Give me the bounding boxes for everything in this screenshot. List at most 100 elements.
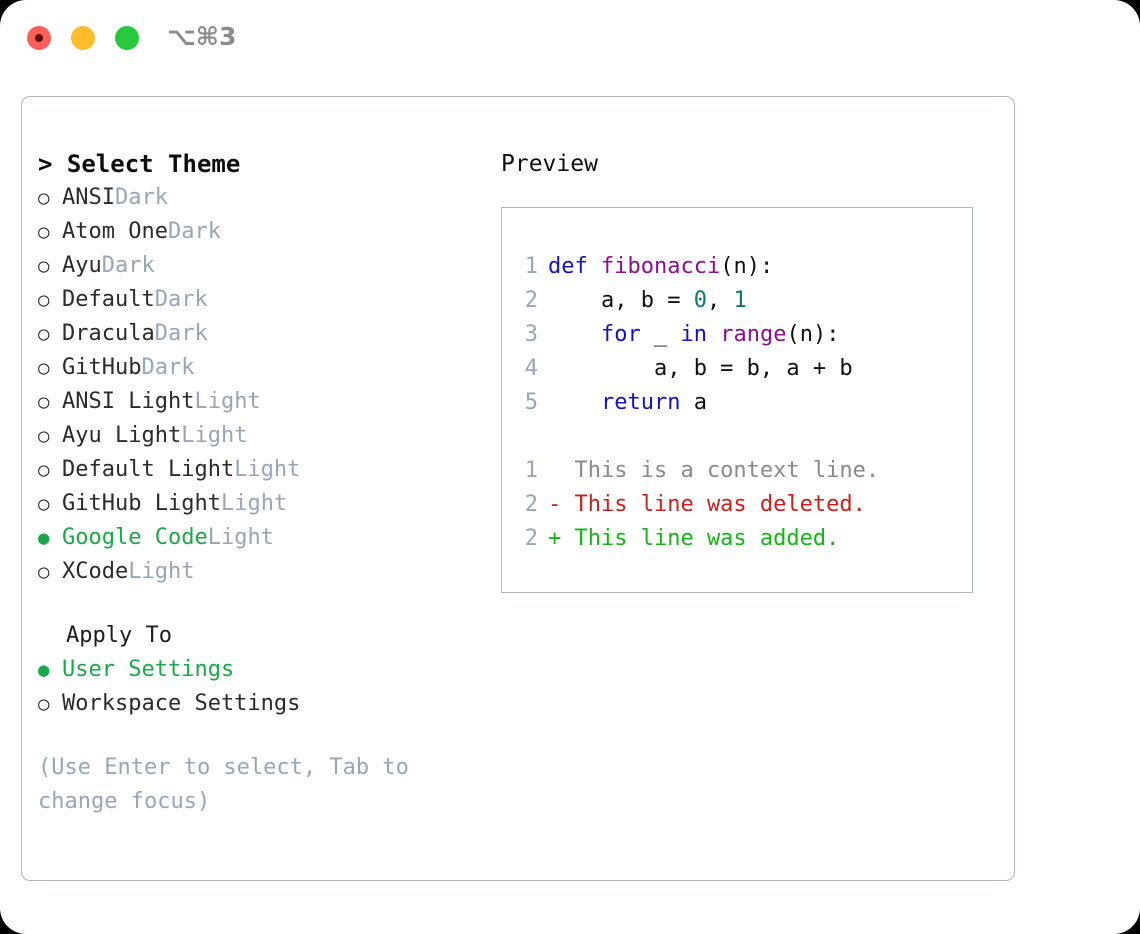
diff-line-text: This is a context line. <box>548 458 880 483</box>
code-line-text: a, b = 0, 1 <box>548 284 747 318</box>
code-line: 5 return a <box>502 386 972 420</box>
theme-option-category: Dark <box>114 185 168 210</box>
preview-heading: Preview <box>501 151 598 177</box>
code-token: , <box>706 288 734 313</box>
spacer <box>38 589 478 619</box>
close-button[interactable] <box>27 26 51 50</box>
radio-unselected-icon: ○ <box>38 391 50 413</box>
code-token <box>548 322 601 347</box>
theme-option-category: Light <box>220 491 288 516</box>
theme-option-default-light[interactable]: ○Default Light Light <box>38 453 478 487</box>
apply-to-option-label: Workspace Settings <box>62 691 301 716</box>
theme-option-github[interactable]: ○ GitHub Dark <box>38 351 478 385</box>
title-bar: ⌥⌘3 <box>0 0 1140 78</box>
line-number: 1 <box>524 254 538 279</box>
minimize-button[interactable] <box>71 26 95 50</box>
apply-to-option-list: ●User Settings ○ Workspace Settings <box>38 653 478 721</box>
theme-option-category: Dark <box>154 287 208 312</box>
code-token: 0 <box>693 288 707 313</box>
diff-sample: 1 This is a context line. 2 - This line wa… <box>502 454 972 556</box>
theme-option-label: XCode <box>62 559 129 584</box>
theme-option-dracula[interactable]: ○Dracula Dark <box>38 317 478 351</box>
theme-option-label: Google Code <box>62 525 208 550</box>
window-controls <box>27 26 139 50</box>
apply-to-option-workspace-settings[interactable]: ○ Workspace Settings <box>38 687 478 721</box>
theme-option-category: Light <box>181 423 248 448</box>
line-number: 2 <box>524 492 538 517</box>
code-line-text: a, b = b, a + b <box>548 352 853 386</box>
theme-option-xcode[interactable]: ○ XCode Light <box>38 555 478 589</box>
line-number: 4 <box>524 356 538 381</box>
radio-unselected-icon: ○ <box>38 693 50 715</box>
theme-option-ayu[interactable]: ○ Ayu Dark <box>38 249 478 283</box>
line-number: 2 <box>524 288 538 313</box>
code-token: (n): <box>786 322 840 347</box>
maximize-button[interactable] <box>115 26 139 50</box>
theme-option-default[interactable]: ○Default Dark <box>38 283 478 317</box>
line-number: 5 <box>524 390 538 415</box>
theme-option-github-light[interactable]: ○ GitHub Light Light <box>38 487 478 521</box>
code-line: 3 for _ in range(n): <box>502 318 972 352</box>
theme-option-label: Default <box>62 287 155 312</box>
code-line: 4 a, b = b, a + b <box>502 352 972 386</box>
code-token: (n): <box>720 254 774 279</box>
theme-option-label: Atom One <box>62 219 168 244</box>
keyboard-hint-text: (Use Enter to select, Tab to change focu… <box>38 755 409 814</box>
radio-unselected-icon: ○ <box>38 357 50 379</box>
theme-option-category: Dark <box>154 321 208 346</box>
code-token: a, b = b, a + b <box>548 356 853 381</box>
code-token <box>548 390 601 415</box>
content-panel: > Select Theme ○ANSI Dark○Atom One Dark○… <box>21 96 1015 881</box>
radio-selected-icon: ● <box>38 527 50 549</box>
theme-option-ansi[interactable]: ○ANSI Dark <box>38 181 478 215</box>
radio-selected-icon: ● <box>38 659 50 681</box>
code-token: in <box>680 322 707 347</box>
theme-option-label: Ayu Light <box>62 423 182 448</box>
code-line-text: def fibonacci(n): <box>548 250 773 284</box>
diff-line-text: + This line was added. <box>548 526 840 551</box>
theme-option-label: GitHub Light <box>62 491 221 516</box>
theme-option-label: Default Light <box>62 457 235 482</box>
code-line-text: return a <box>548 386 707 420</box>
theme-option-category: Light <box>194 389 261 414</box>
theme-option-label: Dracula <box>62 321 155 346</box>
theme-option-category: Dark <box>167 219 221 244</box>
line-number: 2 <box>524 526 538 551</box>
radio-unselected-icon: ○ <box>38 255 50 277</box>
code-token: for <box>600 322 641 347</box>
radio-unselected-icon: ○ <box>38 187 50 209</box>
radio-unselected-icon: ○ <box>38 459 50 481</box>
apply-to-heading: Apply To <box>66 623 172 648</box>
radio-unselected-icon: ○ <box>38 425 50 447</box>
apply-to-option-user-settings[interactable]: ●User Settings <box>38 653 478 687</box>
theme-option-atom-one[interactable]: ○ Atom One Dark <box>38 215 478 249</box>
theme-option-category: Dark <box>141 355 195 380</box>
code-token: _ <box>640 322 681 347</box>
radio-unselected-icon: ○ <box>38 493 50 515</box>
code-token: 1 <box>733 288 747 313</box>
diff-line: 2 - This line was deleted. <box>502 488 972 522</box>
theme-option-label: Ayu <box>62 253 102 278</box>
code-line: 2 a, b = 0, 1 <box>502 284 972 318</box>
select-theme-heading: > Select Theme <box>38 150 241 178</box>
theme-option-label: ANSI Light <box>62 389 195 414</box>
code-token: a <box>680 390 707 415</box>
theme-option-category: Light <box>128 559 195 584</box>
theme-option-google-code[interactable]: ●Google Code Light <box>38 521 478 555</box>
diff-line-text: - This line was deleted. <box>548 492 866 517</box>
code-line: 1 def fibonacci(n): <box>502 250 972 284</box>
radio-unselected-icon: ○ <box>38 221 50 243</box>
code-token: return <box>600 390 681 415</box>
theme-option-ansi-light[interactable]: ○ ANSI Light Light <box>38 385 478 419</box>
theme-option-category: Dark <box>101 253 155 278</box>
theme-option-ayu-light[interactable]: ○ Ayu Light Light <box>38 419 478 453</box>
radio-unselected-icon: ○ <box>38 561 50 583</box>
keyboard-shortcut-label: ⌥⌘3 <box>167 22 237 51</box>
line-number: 1 <box>524 458 538 483</box>
record-dot-icon <box>35 34 43 42</box>
theme-option-label: GitHub <box>62 355 142 380</box>
